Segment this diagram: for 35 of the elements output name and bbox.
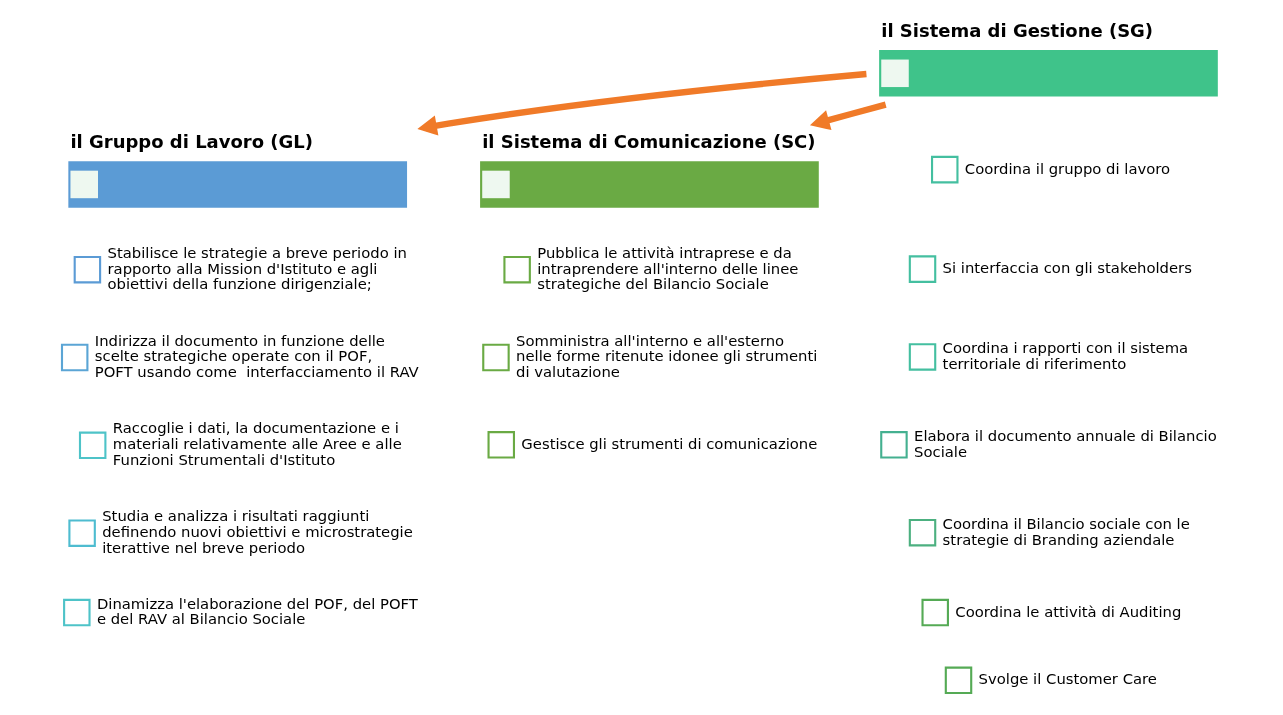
node-label: Raccoglie i dati, la documentazione e i materiali relativamente alle Aree e alle Funzioni Strumentali d'Istituto [112, 419, 402, 469]
node-box [63, 598, 91, 627]
node-label: Pubblica le attività intraprese e da intraprendere all'interno delle linee strategiche del Bilancio Sociale [537, 243, 799, 293]
node-label: Indirizza il documento in funzione delle scelte strategiche operate con il POF, POFT usando come interfacciamento il RAV [94, 331, 419, 381]
node-box [921, 598, 949, 627]
node-box [60, 343, 89, 372]
arrow [809, 101, 887, 131]
node-label: Gestisce gli strumenti di comunicazione [521, 434, 818, 452]
node-box [944, 666, 973, 695]
node-label: Svolge il Customer Care [978, 670, 1157, 688]
node-label: Si interfaccia con gli stakeholders [942, 259, 1192, 277]
node-label: Coordina i rapporti con il sistema territoriale di riferimento [942, 338, 1189, 372]
node-label: il Sistema di Gestione (SG) [881, 19, 1154, 41]
node-label: Coordina il Bilancio sociale con le strategie di Branding aziendale [942, 514, 1190, 548]
node-label: il Sistema di Comunicazione (SC) [482, 131, 816, 153]
node-box [487, 431, 515, 459]
node-box [73, 255, 102, 284]
node-box [931, 155, 959, 184]
node-box [880, 431, 908, 459]
node-label: Somministra all'interno e all'esterno nelle forme ritenute idonee gli strumenti di valutazione [516, 331, 818, 381]
node-label: Elabora il documento annuale di Bilancio Sociale [914, 426, 1217, 460]
node-label: Stabilisce le strategie a breve periodo in rapporto alla Mission d'Istituto e agli obiettivi della funzione dirigenziale; [107, 243, 407, 293]
node-box [78, 431, 107, 460]
node-label: Studia e analizza i risultati raggiunti definendo nuovi obiettivi e microstrategie iterattive nel breve periodo [102, 507, 413, 556]
node-box [908, 255, 937, 283]
node-label: Dinamizza l'elaborazione del POF, del POFT e del RAV al Bilancio Sociale [96, 594, 418, 628]
node-label: Coordina il gruppo di lavoro [964, 159, 1171, 177]
node-box [908, 343, 937, 371]
node-box [503, 255, 531, 284]
node-label: il Gruppo di Lavoro (GL) [70, 131, 313, 153]
node-label: Coordina le attività di Auditing [955, 602, 1182, 620]
node-box [908, 518, 937, 547]
node-box [482, 343, 510, 372]
node-box [68, 519, 96, 547]
arrow [417, 70, 867, 136]
